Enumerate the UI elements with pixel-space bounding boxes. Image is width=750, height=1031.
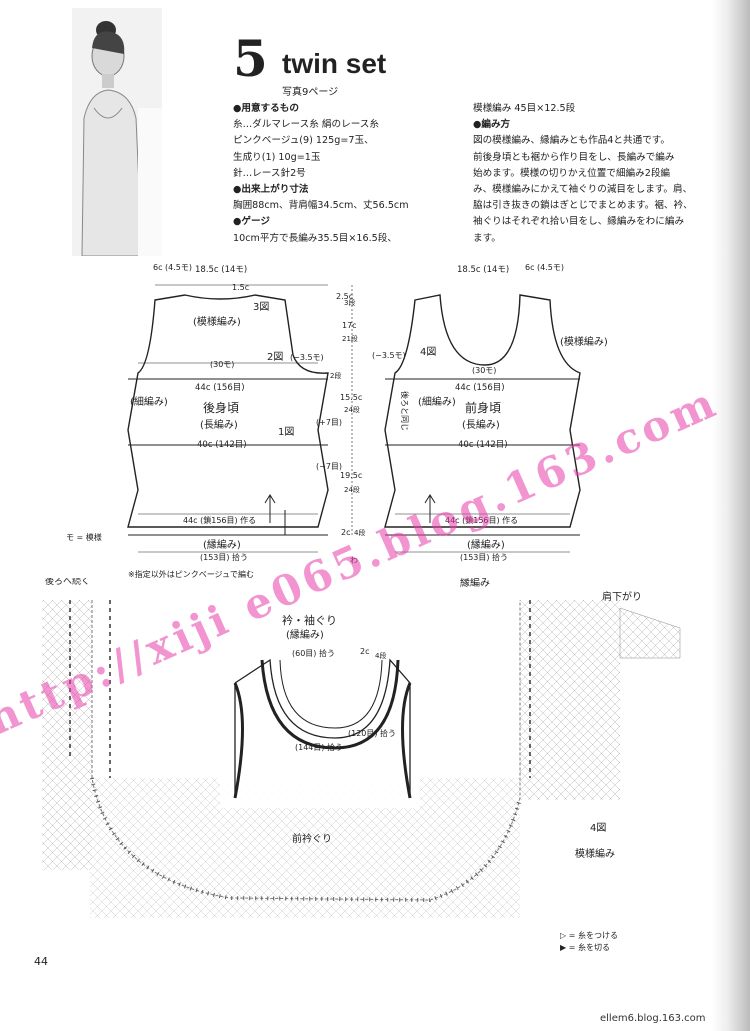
front-width40-label: 40c (142目): [458, 440, 508, 450]
fig4-label: 4図: [590, 822, 606, 834]
back-body-name: 後身頃: [203, 400, 239, 415]
back-edge-label: (縁編み): [203, 538, 241, 551]
front-mo30-label: (30モ): [472, 366, 496, 375]
front-fig4-label: 4図: [420, 346, 436, 358]
page-number: 44: [34, 955, 48, 968]
pattern-stitch-label: 模様編み: [575, 847, 615, 860]
color-note: ※指定以外はピンクベージュで編む: [128, 569, 254, 579]
gauge-text: 10cm平方で長編み35.5目×16.5段、: [233, 232, 397, 244]
neckline-diagram: [220, 638, 420, 808]
center-dim: (+7目): [316, 418, 342, 427]
materials-line: 糸…ダルマレース糸 絹のレース糸: [233, 119, 379, 131]
materials-heading: ●用意するもの: [233, 103, 299, 114]
stitch-legend-mo: モ = 模様: [66, 532, 102, 542]
legend-cut-thread: ▶ = 糸を切る: [560, 943, 610, 952]
back-fig2-label: 2図: [267, 351, 283, 363]
back-pattern-label: (模様編み): [193, 315, 241, 328]
back-decrease-label: (−3.5モ): [290, 353, 324, 362]
center-dim: わ: [350, 556, 358, 565]
method-line: 図の模様編み、縁編みとも作品4と共通です。: [473, 135, 671, 147]
neck-sleeve-sub: (縁編み): [286, 628, 324, 641]
gauge-heading: ●ゲージ: [233, 216, 270, 228]
pattern-title: twin set: [282, 48, 387, 79]
size-heading: ●出来上がり寸法: [233, 184, 309, 196]
shoulder-slope-label: 肩下がり: [602, 590, 642, 603]
edge-stitch-label: 縁編み: [460, 578, 490, 589]
stitch-chart: 後ろへ続く 縁編み 肩下がり 4図 模様編み 前衿ぐり 衿・袖ぐり (縁編み) …: [42, 578, 681, 918]
footer-url: ellem6.blog.163.com: [600, 1013, 706, 1024]
front-neck-width: 18.5c (14モ): [457, 265, 509, 275]
back-neck-width: 18.5c (14モ): [195, 265, 247, 275]
method-line: み、模様編みにかえて袖ぐりの減目をします。肩、: [473, 184, 693, 196]
chart-right-band: [520, 600, 620, 800]
edge-rows-4: 4段: [375, 651, 386, 660]
center-dimensions: 2.5c 3段 17c 21段 2段 15.5c 24段 (+7目) (−7目)…: [316, 285, 365, 565]
center-dim: 21段: [342, 334, 358, 343]
materials-line: 針…レース針2号: [233, 167, 306, 179]
center-dim: 24段: [344, 485, 360, 494]
materials-section: ●用意するもの 糸…ダルマレース糸 絹のレース糸 ピンクベージュ(9) 125g…: [233, 101, 463, 247]
front-double-crochet-label: (長編み): [462, 418, 500, 431]
front-same-as-back: 後ろと同じ: [400, 391, 410, 431]
method-line: 始めます。模様の切りかえ位置で細編み2段編: [473, 167, 671, 179]
neck-sleeve-title: 衿・袖ぐり: [282, 613, 337, 627]
legend-attach-thread: ▷ = 糸をつける: [560, 931, 618, 940]
center-dim: 2c: [341, 528, 351, 537]
method-heading: ●編み方: [473, 119, 511, 131]
chart-left-band: [42, 600, 92, 870]
center-dim: 2.5c: [336, 292, 353, 301]
neck-pick144: (144目) 拾う: [295, 742, 343, 752]
gauge-continued: 模様編み 45目×12.5段: [473, 103, 576, 114]
method-line: ます。: [473, 232, 501, 244]
photo-page-ref: 写真9ページ: [282, 87, 339, 98]
back-mo30-label: (30モ): [210, 360, 234, 369]
page-edge-shadow: [712, 0, 750, 1031]
method-line: 袖ぐりはそれぞれ拾い目をし、縁編みをわに編み: [473, 216, 685, 228]
front-pattern-label: (模様編み): [560, 335, 608, 348]
back-width44-label: 44c (156目): [195, 383, 245, 393]
center-dim: 19.5c: [340, 471, 362, 480]
schematic-diagram: 6c (4.5モ) 18.5c (14モ) 1.5c (模様編み) 3図 2図 …: [66, 263, 608, 579]
front-neckline-label: 前衿ぐり: [292, 832, 332, 845]
front-body-name: 前身頃: [465, 400, 501, 415]
edge-height-2c: 2c: [360, 647, 370, 656]
back-double-crochet-label: (長編み): [200, 418, 238, 431]
size-text: 胸囲88cm、背肩幅34.5cm、丈56.5cm: [233, 200, 409, 212]
front-edge-label: (縁編み): [467, 538, 505, 551]
pattern-number: 5: [233, 29, 268, 88]
front-body-schematic: [384, 294, 581, 553]
back-body-schematic: [127, 284, 329, 553]
back-fig1-label: 1図: [278, 426, 294, 438]
front-width44-label: 44c (156目): [455, 383, 505, 393]
front-hem-label: 44c (鎖156目) 作る: [445, 515, 518, 525]
front-decrease-label: (−3.5モ): [372, 351, 406, 360]
center-dim: 24段: [344, 405, 360, 414]
back-width40-label: 40c (142目): [197, 440, 247, 450]
center-dim: 4段: [354, 528, 365, 537]
model-photo: [72, 8, 162, 256]
method-line: 前後身頃とも裾から作り目をし、長編みで編み: [473, 151, 675, 163]
center-dim: 3段: [344, 298, 355, 307]
back-pick-label: (153目) 拾う: [200, 552, 248, 562]
neck-pick60: (60目) 拾う: [292, 648, 335, 658]
continue-back-label: 後ろへ続く: [45, 578, 90, 587]
center-dim: 2段: [330, 371, 341, 380]
back-shoulder-label: 6c (4.5モ): [153, 263, 192, 272]
center-dim: 17c: [342, 321, 357, 330]
thread-legend: ▷ = 糸をつける ▶ = 糸を切る: [560, 930, 618, 954]
method-line: 脇は引き抜きの鎖はぎとじでまとめます。裾、衿、: [473, 200, 693, 212]
back-fig3-label: 3図: [253, 301, 269, 313]
materials-line: 生成り(1) 10g=1玉: [233, 151, 321, 163]
back-single-crochet-label: (細編み): [130, 395, 168, 408]
method-section: 模様編み 45目×12.5段 ●編み方 図の模様編み、縁編みとも作品4と共通です…: [473, 101, 708, 247]
back-hem-label: 44c (鎖156目) 作る: [183, 515, 256, 525]
front-single-crochet-label: (細編み): [418, 395, 456, 408]
center-dim: 15.5c: [340, 393, 362, 402]
center-dim: (−7目): [316, 462, 342, 471]
materials-line: ピンクベージュ(9) 125g=7玉、: [233, 135, 374, 147]
front-pick-label: (153目) 拾う: [460, 552, 508, 562]
back-neck-height: 1.5c: [232, 283, 249, 292]
armhole-pick120: (120目) 拾う: [348, 728, 396, 738]
front-shoulder-label: 6c (4.5モ): [525, 263, 564, 272]
